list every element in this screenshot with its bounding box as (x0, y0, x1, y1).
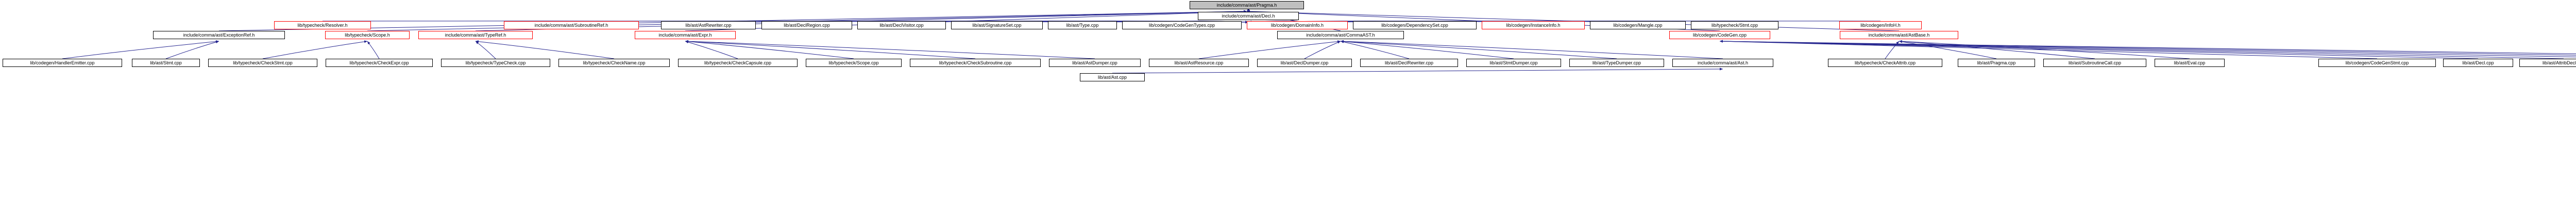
graph-edge (685, 41, 738, 59)
graph-node[interactable]: lib/ast/SignatureSet.cpp (951, 21, 1043, 29)
graph-node[interactable]: lib/ast/Eval.cpp (2155, 59, 2225, 67)
graph-node[interactable]: include/comma/ast/Decl.h (1198, 12, 1299, 20)
graph-node[interactable]: lib/codegen/CodeGenStmt.cpp (2318, 59, 2436, 67)
graph-node[interactable]: lib/ast/DeclVisitor.cpp (857, 21, 946, 29)
graph-node[interactable]: lib/ast/DeclRewriter.cpp (1360, 59, 1458, 67)
graph-edge (1899, 40, 1997, 59)
graph-node[interactable]: lib/typecheck/Scope.h (325, 31, 410, 39)
graph-edge (367, 41, 380, 59)
graph-node[interactable]: lib/ast/SubroutineCall.cpp (2043, 59, 2146, 67)
graph-edge (1719, 40, 2564, 59)
graph-edge (1340, 40, 1410, 59)
graph-node[interactable]: lib/ast/Type.cpp (1048, 21, 1117, 29)
graph-node[interactable]: include/comma/ast/AstBase.h (1840, 31, 1958, 39)
graph-node[interactable]: include/comma/ast/Pragma.h (1190, 1, 1304, 9)
graph-edge (475, 40, 615, 59)
graph-node[interactable]: lib/typecheck/Stmt.cpp (1691, 21, 1778, 29)
graph-node[interactable]: include/comma/ast/ExceptionRef.h (153, 31, 285, 39)
graph-node[interactable]: lib/ast/TypeDumper.cpp (1569, 59, 1664, 67)
graph-node[interactable]: lib/codegen/Mangle.cpp (1590, 21, 1686, 29)
graph-edge (262, 40, 368, 59)
graph-node[interactable]: lib/ast/DeclDumper.cpp (1257, 59, 1352, 67)
graph-node[interactable]: lib/ast/AstRewriter.cpp (661, 21, 756, 29)
graph-node[interactable]: lib/typecheck/CheckName.cpp (558, 59, 670, 67)
graph-node[interactable]: lib/typecheck/CheckCapsule.cpp (678, 59, 798, 67)
graph-edge (1719, 40, 2378, 59)
graph-node[interactable]: lib/ast/StmtDumper.cpp (1466, 59, 1561, 67)
graph-node[interactable]: include/comma/ast/TypeRef.h (418, 31, 533, 39)
graph-node[interactable]: lib/typecheck/CheckExpr.cpp (326, 59, 433, 67)
graph-node[interactable]: lib/codegen/DependencySet.cpp (1353, 21, 1477, 29)
graph-node[interactable]: include/comma/ast/SubroutineRef.h (504, 21, 639, 29)
graph-edge (62, 40, 219, 59)
graph-node[interactable]: lib/typecheck/CheckStmt.cpp (208, 59, 317, 67)
graph-edge (1304, 41, 1341, 59)
graph-node[interactable]: lib/typecheck/TypeCheck.cpp (441, 59, 550, 67)
graph-edge (1198, 40, 1341, 59)
graph-node[interactable]: lib/codegen/DomainInfo.h (1247, 21, 1348, 29)
graph-node[interactable]: lib/ast/DeclRegion.cpp (761, 21, 852, 29)
graph-node[interactable]: lib/typecheck/Scope.cpp (806, 59, 902, 67)
graph-node[interactable]: lib/ast/Ast.cpp (1080, 73, 1145, 81)
graph-edge (165, 41, 219, 59)
graph-node[interactable]: lib/codegen/CodeGen.cpp (1669, 31, 1770, 39)
graph-edge (1112, 67, 1723, 74)
graph-edge (1340, 40, 1514, 59)
graph-node[interactable]: include/comma/ast/Expr.h (635, 31, 736, 39)
graph-node[interactable]: lib/typecheck/CheckAttrib.cpp (1828, 59, 1942, 67)
graph-node[interactable]: lib/ast/Stmt.cpp (132, 59, 200, 67)
graph-node[interactable]: lib/ast/AttribDecl.cpp (2519, 59, 2576, 67)
graph-edge (1899, 40, 2095, 59)
graph-edge (1719, 40, 2479, 59)
graph-node[interactable]: lib/ast/AstDumper.cpp (1049, 59, 1141, 67)
graph-edge (1340, 40, 1723, 59)
graph-edge (685, 40, 976, 59)
graph-edge (1340, 40, 1617, 59)
graph-node[interactable]: include/comma/ast/CommaAST.h (1277, 31, 1404, 39)
graph-edge (685, 40, 1095, 59)
graph-node[interactable]: lib/ast/Decl.cpp (2443, 59, 2513, 67)
graph-node[interactable]: lib/codegen/InfoH.h (1839, 21, 1922, 29)
graph-node[interactable]: lib/ast/AstResource.cpp (1149, 59, 1249, 67)
graph-node[interactable]: lib/codegen/InstanceInfo.h (1482, 21, 1585, 29)
graph-node[interactable]: lib/typecheck/CheckSubroutine.cpp (910, 59, 1041, 67)
graph-node[interactable]: include/comma/ast/Ast.h (1672, 59, 1773, 67)
graph-node[interactable]: lib/typecheck/Resolver.h (274, 21, 371, 29)
graph-edge (1899, 40, 2190, 59)
graph-node[interactable]: lib/codegen/HandlerEmitter.cpp (3, 59, 122, 67)
graph-node[interactable]: lib/codegen/CodeGenTypes.cpp (1122, 21, 1242, 29)
graph-edge (475, 41, 496, 59)
graph-edge (685, 40, 854, 59)
graph-edge (1885, 41, 1900, 59)
graph-node[interactable]: lib/ast/Pragma.cpp (1958, 59, 2035, 67)
